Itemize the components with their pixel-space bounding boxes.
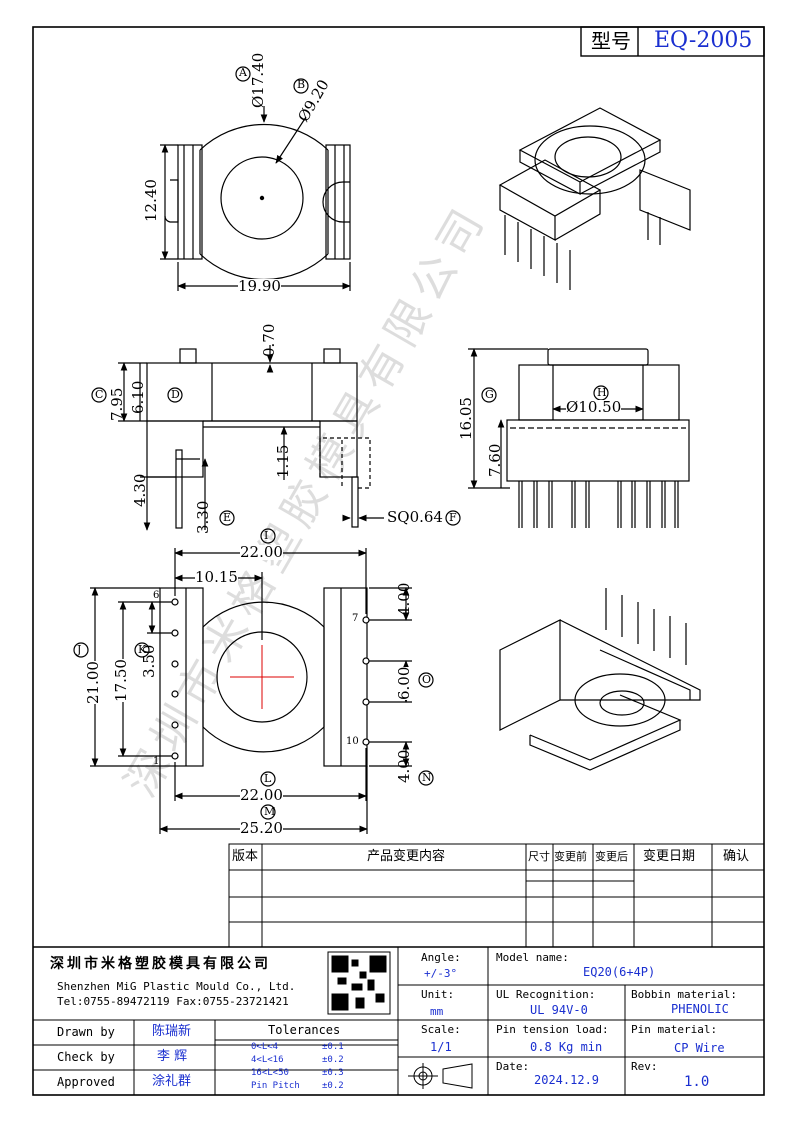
callout-f: F — [449, 511, 457, 524]
callout-e: E — [223, 511, 232, 524]
callout-n: N — [422, 771, 432, 784]
dim-o: 6.00 — [395, 666, 413, 700]
pin-label-10: 10 — [346, 736, 359, 747]
tolerance-range-0: 0<L<4 — [251, 1042, 279, 1052]
tolerance-value-2: ±0.3 — [322, 1068, 344, 1078]
callout-i: I — [264, 529, 269, 542]
top-view — [160, 66, 351, 291]
pin-label-7: 7 — [352, 613, 359, 624]
drawn-by-label: Drawn by — [57, 1025, 115, 1039]
dim-flange: 1.15 — [274, 444, 292, 478]
tolerance-value-3: ±0.2 — [322, 1081, 344, 1091]
pin-label-1: 1 — [153, 756, 160, 767]
ul-label: UL Recognition: — [496, 988, 596, 1001]
drawn-by-value: 陈瑞新 — [152, 1024, 192, 1039]
rev-col-confirm: 确认 — [723, 849, 750, 864]
approved-value: 涂礼群 — [152, 1074, 192, 1089]
dim-350: 3.50 — [140, 644, 158, 678]
side-view — [468, 348, 690, 528]
tolerance-value-0: ±0.1 — [322, 1042, 344, 1052]
company-name-en: Shenzhen MiG Plastic Mould Co., Ltd. — [57, 980, 296, 993]
dim-i: 22.00 — [240, 543, 283, 561]
date-label: Date: — [496, 1060, 530, 1073]
dim-n: 4.00 — [395, 749, 413, 783]
isometric-view-bottom — [499, 588, 701, 771]
dim-d: 6.10 — [129, 380, 147, 414]
dim-top400: 4.00 — [395, 582, 413, 616]
title-block-grid — [33, 946, 764, 1095]
check-by-label: Check by — [57, 1050, 115, 1064]
callout-l: L — [264, 772, 272, 785]
dim-pin-430: 4.30 — [131, 473, 149, 507]
dim-k: 17.50 — [112, 659, 130, 702]
dim-h: Ø10.50 — [566, 398, 622, 416]
callout-o: O — [422, 673, 432, 686]
bobbin-value: PHENOLIC — [671, 1002, 729, 1016]
callout-a: A — [239, 66, 247, 79]
rev-col-before: 变更前 — [554, 850, 587, 863]
scale-label: Scale: — [421, 1023, 461, 1036]
dim-m: 25.20 — [240, 819, 283, 837]
dim-height: 12.40 — [142, 179, 160, 222]
ul-value: UL 94V-0 — [530, 1003, 588, 1017]
company-name-cn: 深圳市米格塑胶模具有限公司 — [50, 956, 271, 972]
dim-760: 7.60 — [486, 443, 504, 477]
tolerance-value-1: ±0.2 — [322, 1055, 344, 1065]
callout-c: C — [95, 388, 104, 401]
angle-value: +/-3° — [424, 967, 458, 980]
rev-value: 1.0 — [684, 1074, 710, 1090]
angle-label: Angle: — [421, 951, 461, 964]
model-value: EQ20(6+4P) — [583, 965, 656, 979]
check-by-value: 李 辉 — [157, 1049, 188, 1064]
isometric-view-top — [498, 107, 691, 290]
rev-col-version: 版本 — [232, 849, 259, 864]
rev-col-dimension: 尺寸 — [528, 850, 550, 863]
dim-l: 22.00 — [240, 786, 283, 804]
rev-col-date: 变更日期 — [643, 849, 696, 864]
callout-m: M — [264, 805, 276, 818]
rev-col-content: 产品变更内容 — [367, 849, 446, 864]
pin-material-value: CP Wire — [674, 1041, 725, 1055]
part-number-box — [580, 26, 765, 57]
date-value: 2024.12.9 — [534, 1073, 600, 1087]
dim-top-tab: 0.70 — [260, 323, 278, 357]
callout-d: D — [171, 388, 180, 401]
model-label: Model name: — [496, 951, 569, 964]
tolerance-range-1: 4<L<16 — [251, 1055, 284, 1065]
callout-j: J — [77, 643, 82, 656]
dim-j: 21.00 — [84, 661, 102, 704]
callout-k: K — [138, 643, 147, 656]
callout-b: B — [297, 78, 306, 91]
tolerance-range-3: Pin Pitch — [251, 1081, 300, 1091]
dim-g: 16.05 — [457, 397, 475, 440]
bobbin-label: Bobbin material: — [631, 988, 737, 1001]
dim-e: 3.30 — [194, 500, 212, 534]
type-label: 型号 — [591, 29, 631, 53]
rev-col-after: 变更后 — [595, 850, 628, 863]
unit-label: Unit: — [421, 988, 455, 1001]
tolerance-range-2: 16<L<50 — [251, 1068, 289, 1078]
callout-g: G — [485, 388, 494, 401]
callout-h: H — [597, 386, 607, 399]
company-contact: Tel:0755-89472119 Fax:0755-23721421 — [57, 995, 289, 1008]
unit-value: mm — [430, 1005, 444, 1018]
dim-a: Ø17.40 — [249, 52, 267, 108]
part-number: EQ-2005 — [654, 28, 753, 53]
pin-tension-label: Pin tension load: — [496, 1023, 609, 1036]
scale-value: 1/1 — [430, 1040, 452, 1054]
dim-1015: 10.15 — [195, 568, 238, 586]
approved-label: Approved — [57, 1075, 115, 1089]
dim-c: 7.95 — [108, 387, 126, 421]
pin-material-label: Pin material: — [631, 1023, 718, 1036]
pin-tension-value: 0.8 Kg min — [530, 1040, 603, 1054]
dim-f: SQ0.64 — [387, 508, 443, 526]
pin-label-6: 6 — [153, 590, 160, 601]
tolerances-label: Tolerances — [268, 1023, 341, 1037]
front-view — [91, 345, 461, 531]
rev-label: Rev: — [631, 1060, 658, 1073]
dim-width: 19.90 — [238, 277, 281, 295]
